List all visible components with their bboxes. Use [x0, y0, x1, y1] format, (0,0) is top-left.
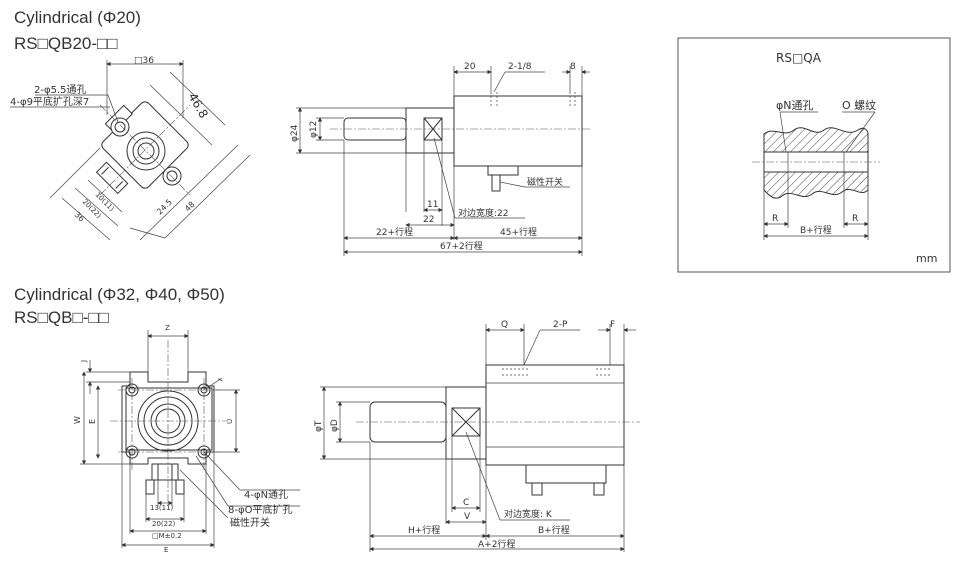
s2-dim-20: 20(22)	[152, 520, 176, 528]
s1-side-dim-22: 22	[423, 215, 434, 225]
s1-side-dim-20: 20	[464, 62, 476, 72]
s1-front-view	[10, 60, 251, 241]
rsqa-frame	[677, 37, 951, 273]
s2-magnetic-switch: 磁性开关	[230, 516, 270, 529]
s2-side-dim-p: 2-P	[553, 320, 568, 330]
s1-side-stroke-22: 22+行程	[376, 226, 413, 238]
s1-hole-through-label: 2-φ5.5通孔	[34, 84, 86, 96]
s2-side-dim-q: Q	[501, 320, 508, 330]
s2-dim-e: E	[88, 419, 97, 424]
s1-side-magnetic-switch: 磁性开关	[527, 176, 563, 188]
s2-hole-n-label: 4-φN通孔	[244, 489, 288, 501]
s2-front-view	[80, 330, 300, 548]
rsqa-label-r-right: R	[852, 214, 858, 224]
s1-dim-48: 48	[183, 200, 197, 214]
s2-side-across-flats: 对边宽度: K	[504, 508, 553, 520]
s2-side-dim-f: F	[610, 320, 615, 330]
s2-side-stroke-h: H+行程	[408, 524, 440, 536]
section1-title: Cylindrical (Φ20)	[14, 8, 141, 27]
s1-dim-square36: □36	[134, 56, 154, 66]
s2-side-dia-d: φD	[330, 419, 340, 432]
rsqa-label-r-left: R	[772, 214, 778, 224]
s2-dim-e-bottom: E	[164, 546, 168, 554]
rsqa-title: RS□QA	[776, 51, 822, 65]
s2-dim-13: 13(11)	[150, 504, 174, 512]
rsqa-label-o: O 螺纹	[842, 98, 876, 112]
s2-hole-o-label: 8-φO平底扩孔	[228, 503, 292, 516]
rsqa-section-view	[752, 111, 880, 240]
s2-side-stroke-total: A+2行程	[478, 538, 515, 550]
s2-dim-w: W	[73, 416, 82, 424]
s1-dim-36: 36	[73, 210, 87, 224]
s1-side-stroke-45: 45+行程	[500, 226, 537, 238]
s1-side-dim-11: 11	[427, 200, 438, 210]
rsqa-unit: mm	[916, 252, 937, 265]
section2-title: Cylindrical (Φ32, Φ40, Φ50)	[14, 285, 225, 304]
rsqa-label-n: φN通孔	[776, 99, 814, 112]
rsqa-stroke-b: B+行程	[800, 224, 832, 236]
s2-side-dim-c: C	[463, 498, 469, 508]
s1-side-stroke-total: 67+2行程	[440, 240, 483, 252]
s2-side-view	[320, 324, 640, 552]
section2-model: RS□QB□-□□	[14, 308, 109, 327]
s2-dim-j: J	[80, 360, 88, 363]
s1-dim-24-5: 24.5	[155, 197, 174, 216]
s1-side-view	[296, 66, 590, 256]
section1-model: RS□QB20-□□	[14, 34, 118, 53]
s2-side-dia-t: φT	[314, 420, 324, 432]
s2-dim-u: U	[226, 419, 234, 424]
s1-side-dia-24: φ24	[290, 124, 300, 142]
s2-dim-z: Z	[165, 324, 170, 332]
s1-hole-counterbore-label: 4-φ9平底扩孔深7	[10, 95, 89, 108]
s1-side-dia-12: φ12	[309, 121, 319, 138]
s1-side-across-flats: 对边宽度:22	[458, 207, 509, 219]
s2-side-dim-v: V	[464, 512, 471, 522]
s1-side-dim-pitch: 2-1/8	[508, 62, 532, 72]
s1-side-dim-8: 8	[570, 62, 576, 72]
s2-dim-i: I	[217, 377, 225, 383]
s2-side-stroke-b: B+行程	[538, 524, 570, 536]
s2-dim-m: □M±0.2	[152, 532, 182, 540]
